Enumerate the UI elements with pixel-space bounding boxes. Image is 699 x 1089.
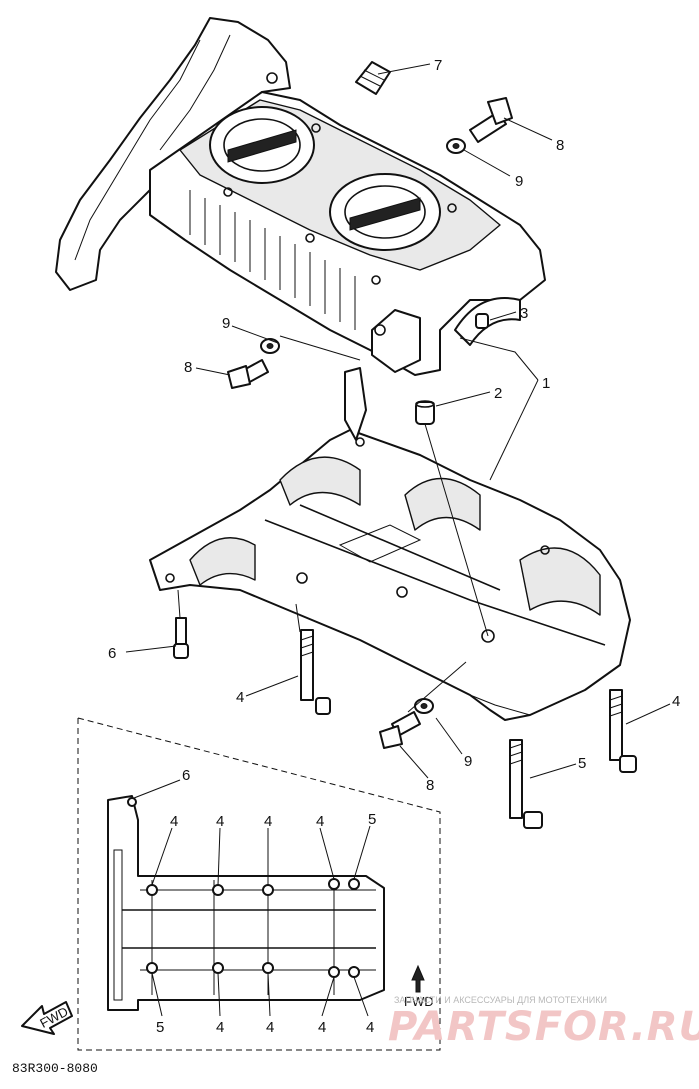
callout-7: 7 (434, 57, 442, 74)
fwd-direction-arrow-icon: FWD (21, 1001, 73, 1035)
inset-callout-4d: 4 (316, 813, 324, 830)
callout-9-mid: 9 (222, 315, 230, 332)
callout-6: 6 (108, 645, 116, 662)
washer-9-top (446, 138, 466, 154)
callout-4-left: 4 (236, 689, 244, 706)
upper-case-ribs (189, 190, 356, 330)
inset-callout-4h: 4 (366, 1019, 374, 1036)
washer-9-mid (260, 338, 280, 354)
callout-2: 2 (494, 385, 502, 402)
watermark-tagline: ЗАПЧАСТИ И АКСЕССУАРЫ ДЛЯ МОТОТЕХНИКИ (394, 995, 607, 1005)
inset-callout-4c: 4 (264, 813, 272, 830)
watermark-brand: PARTSFOR.RU (388, 1004, 699, 1050)
callout-labels: 1 2 3 4 4 5 6 7 8 8 8 9 9 9 (108, 57, 680, 794)
bolt-8-low (379, 711, 421, 749)
inset-callout-6: 6 (182, 767, 190, 784)
callout-9-top: 9 (515, 173, 523, 190)
upper-crankcase (55, 17, 546, 376)
bolt-8-mid (227, 359, 269, 389)
fwd-label: FWD (404, 994, 434, 1009)
callout-5: 5 (578, 755, 586, 772)
hose-fitting-7 (355, 61, 391, 95)
bolt-5 (509, 739, 543, 829)
bolt-4-right (609, 689, 637, 773)
callout-1: 1 (542, 375, 550, 392)
inset-callout-4e: 4 (216, 1019, 224, 1036)
callout-8-low: 8 (426, 777, 434, 794)
inset-callout-4b: 4 (216, 813, 224, 830)
inset-callout-5a: 5 (368, 811, 376, 828)
leader-lines (125, 63, 671, 779)
bolt-6 (173, 617, 189, 659)
bolt-4-left (300, 629, 331, 715)
diagram-code: 83R300-8080 (12, 1061, 98, 1076)
callout-3: 3 (520, 305, 528, 322)
inset-callout-4f: 4 (266, 1019, 274, 1036)
inset-callout-4g: 4 (318, 1019, 326, 1036)
inset-callout-5b: 5 (156, 1019, 164, 1036)
dowel-pin-2 (415, 400, 435, 425)
callout-9-low: 9 (464, 753, 472, 770)
bottom-view-inset: 6 4 4 4 4 5 5 4 4 4 4 FWD FWD (21, 717, 441, 1051)
dowel-pin-3 (475, 313, 489, 329)
callout-8-mid: 8 (184, 359, 192, 376)
bolt-8-top (469, 97, 513, 143)
callout-4-right: 4 (672, 693, 680, 710)
callout-8-top: 8 (556, 137, 564, 154)
washer-9-low (414, 698, 434, 714)
inset-callout-4a: 4 (170, 813, 178, 830)
fwd-up-arrow-icon (411, 964, 425, 993)
lower-crankcase (149, 367, 631, 721)
